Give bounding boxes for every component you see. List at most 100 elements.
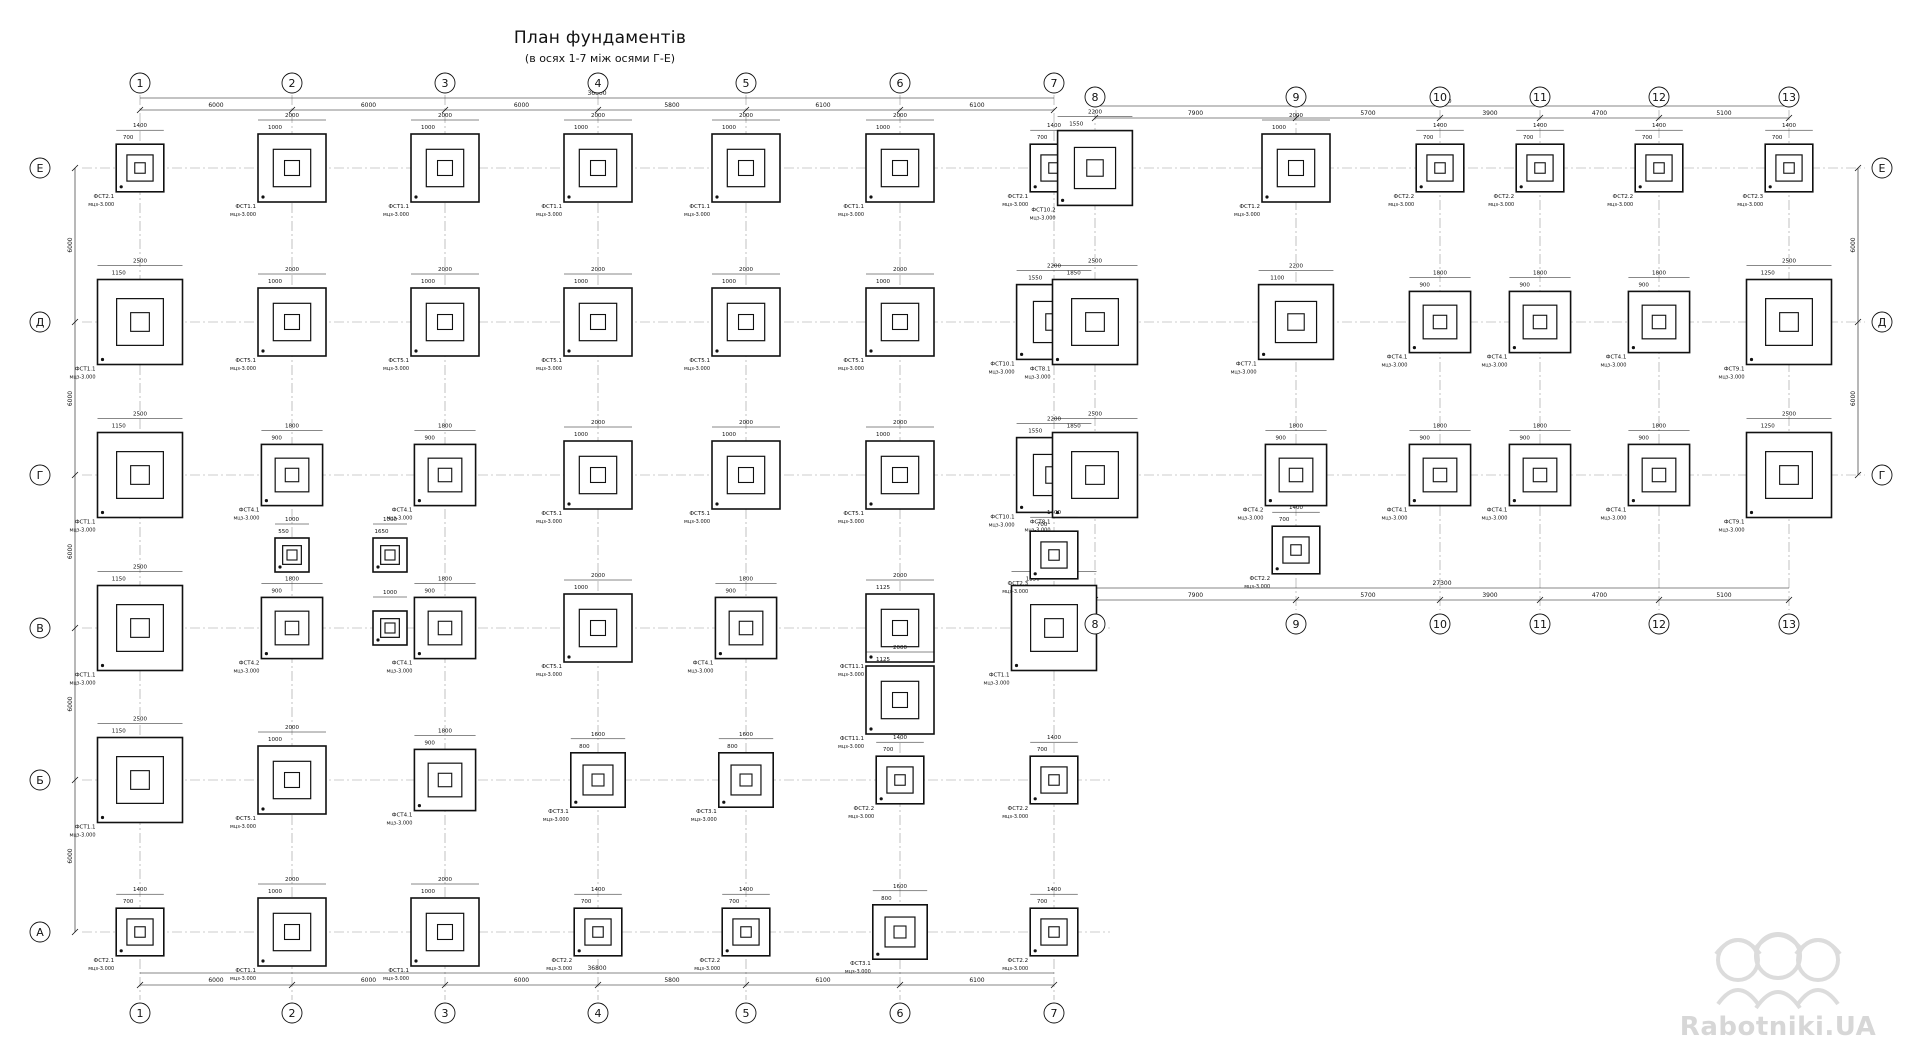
foundation-7-level: мцз-3.000 bbox=[1030, 215, 1056, 221]
foundation-37-pad bbox=[1627, 443, 1691, 507]
foundation-58-column bbox=[893, 925, 907, 939]
foundation-37-step: 900 bbox=[1638, 435, 1649, 441]
foundation-20-marker bbox=[1055, 357, 1060, 362]
axis-right-bottom-11-circle bbox=[1529, 613, 1551, 635]
foundation-20-mark: ФСТ8.1 bbox=[1030, 367, 1051, 373]
foundation-44-pad bbox=[865, 593, 935, 663]
foundation-25-mark: ФСТ9.1 bbox=[1724, 367, 1745, 373]
foundation-49-mark: ФСТ3.1 bbox=[548, 809, 569, 815]
axis-bottom-2-label: 2 bbox=[289, 1007, 296, 1020]
foundation-10-pedestal bbox=[1526, 154, 1554, 182]
foundation-3-pedestal bbox=[578, 148, 618, 188]
dim-right-bottom-tick bbox=[1785, 596, 1793, 604]
foundation-13-width: 2500 bbox=[133, 259, 147, 265]
dim-right-side-value: 6000 bbox=[1850, 237, 1857, 252]
foundation-12-pad bbox=[1764, 143, 1814, 193]
foundation-28-width: 1800 bbox=[438, 423, 452, 429]
foundation-33-mark: ФСТ8.1 bbox=[1030, 520, 1051, 526]
foundation-1-column bbox=[283, 159, 301, 177]
watermark-text: Rabotniki.UA bbox=[1679, 1012, 1877, 1042]
dim-top-value: 6000 bbox=[208, 102, 223, 109]
foundation-22-level: мцз-3.000 bbox=[1381, 363, 1407, 369]
axis-top-4-label: 4 bbox=[595, 77, 602, 90]
foundation-23-width: 1800 bbox=[1533, 270, 1547, 276]
foundation-41-pedestal bbox=[427, 610, 463, 646]
foundation-13-mark: ФСТ1.1 bbox=[75, 367, 96, 373]
foundation-29-marker bbox=[567, 502, 571, 506]
axis-right-bottom-10-label: 10 bbox=[1433, 618, 1447, 631]
foundation-29-width: 2000 bbox=[591, 420, 605, 426]
extra-foundation-5-width: 1000 bbox=[383, 590, 397, 596]
foundation-5-pad bbox=[865, 133, 935, 203]
dim-right-bottom-value: 5100 bbox=[1716, 592, 1731, 599]
foundation-47-marker bbox=[261, 807, 265, 811]
foundation-23-step: 900 bbox=[1519, 282, 1530, 288]
axis-top-5-label: 5 bbox=[743, 77, 750, 90]
foundation-29-level: мцз-3.000 bbox=[536, 519, 562, 525]
foundation-16-marker bbox=[567, 349, 571, 353]
dim-left-value: 6000 bbox=[67, 696, 74, 711]
foundation-33-column bbox=[1085, 465, 1105, 485]
foundation-45-pedestal bbox=[1030, 604, 1078, 652]
foundation-44-marker bbox=[869, 655, 873, 659]
foundation-17-level: мцз-3.000 bbox=[684, 366, 710, 372]
dim-right-bottom-tick bbox=[1655, 596, 1663, 604]
extra-foundation-4-column bbox=[384, 549, 396, 561]
foundation-31-level: мцз-3.000 bbox=[838, 519, 864, 525]
foundation-23-pad bbox=[1508, 290, 1572, 354]
foundation-39-pad bbox=[96, 584, 184, 672]
foundation-37-level: мцз-3.000 bbox=[1600, 516, 1626, 522]
foundation-36-column bbox=[1532, 467, 1548, 483]
foundation-45-pad bbox=[1010, 584, 1098, 672]
foundation-20-pad bbox=[1051, 278, 1139, 366]
axis-right-Д-circle bbox=[1871, 311, 1893, 333]
dim-right-top-tick bbox=[1091, 114, 1099, 122]
foundation-38-level: мцз-3.000 bbox=[1719, 528, 1745, 534]
foundation-36-pad bbox=[1508, 443, 1572, 507]
foundation-21-width: 2200 bbox=[1289, 264, 1303, 270]
foundation-24-marker bbox=[1631, 346, 1635, 350]
foundation-2-width: 2000 bbox=[438, 113, 452, 119]
dim-right-top-value: 5700 bbox=[1360, 110, 1375, 117]
axis-top-3-circle bbox=[434, 72, 456, 94]
dim-top-tick bbox=[288, 106, 296, 114]
foundation-13-pedestal bbox=[116, 298, 164, 346]
dim-right-bottom-tick bbox=[1292, 596, 1300, 604]
axis-right-bottom-8-label: 8 bbox=[1092, 618, 1099, 631]
axis-right-top-10-label: 10 bbox=[1433, 91, 1447, 104]
foundation-22-width: 1800 bbox=[1433, 270, 1447, 276]
foundation-52-step: 700 bbox=[1037, 747, 1048, 753]
dim-right-top-value: 5100 bbox=[1716, 110, 1731, 117]
foundation-29-mark: ФСТ5.1 bbox=[541, 511, 562, 517]
foundation-39-pedestal bbox=[116, 604, 164, 652]
extra-foundation-3-step: 550 bbox=[278, 529, 289, 535]
axis-top-6-circle bbox=[889, 72, 911, 94]
dim-left-tick bbox=[71, 164, 79, 172]
foundation-12-marker bbox=[1768, 185, 1772, 189]
foundation-48-column bbox=[437, 772, 453, 788]
foundation-36-level: мцз-3.000 bbox=[1481, 516, 1507, 522]
axis-right-Г-label: Г bbox=[1879, 469, 1886, 482]
axis-left-В-label: В bbox=[36, 622, 44, 635]
foundation-58-level: мцз-3.000 bbox=[845, 969, 871, 975]
foundation-47-mark: ФСТ5.1 bbox=[235, 816, 256, 822]
dim-bottom-tick bbox=[1050, 981, 1058, 989]
foundation-27-width: 1800 bbox=[285, 423, 299, 429]
extra-foundation-2-column bbox=[891, 691, 909, 709]
foundation-24-pad bbox=[1627, 290, 1691, 354]
foundation-14-pedestal bbox=[272, 302, 312, 342]
extra-foundation-5-marker bbox=[376, 638, 380, 642]
foundation-53-width: 1400 bbox=[133, 887, 147, 893]
foundation-18-level: мцз-3.000 bbox=[838, 366, 864, 372]
extra-foundation-2-pad bbox=[865, 665, 935, 735]
foundation-44-level: мцз-3.000 bbox=[838, 672, 864, 678]
foundation-39-marker bbox=[100, 663, 105, 668]
foundation-41-column bbox=[437, 620, 453, 636]
foundation-3-column bbox=[589, 159, 607, 177]
